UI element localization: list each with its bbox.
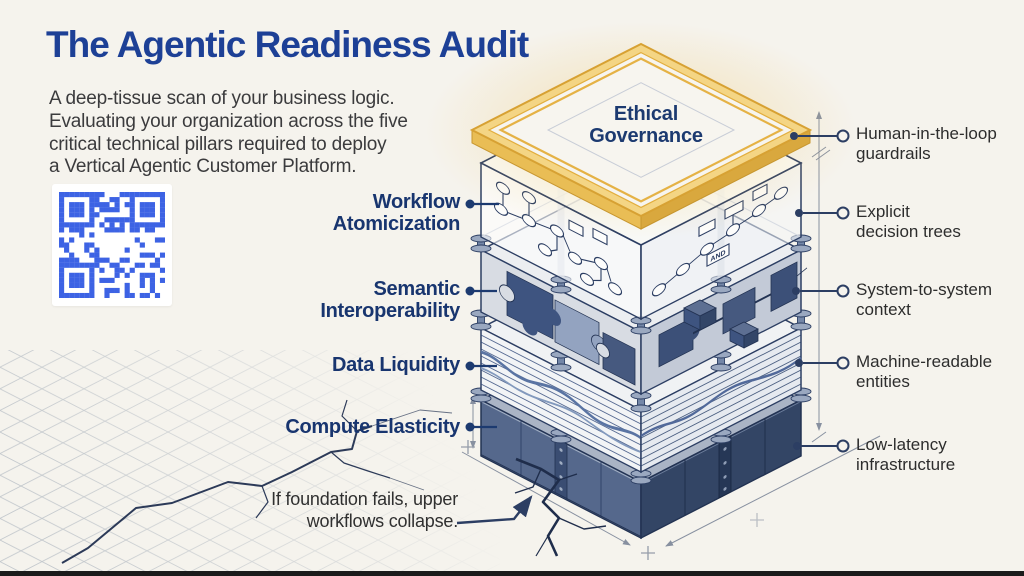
puzzle-pieces-left (499, 270, 636, 386)
callout-connectors (790, 129, 850, 453)
pillar-connectors (465, 199, 499, 432)
subtitle-line: a Vertical Agentic Customer Platform. (49, 156, 357, 178)
pillar-label-data-liquidity: Data Liquidity (331, 354, 460, 376)
subtitle-line: critical technical pillars required to d… (49, 133, 387, 155)
pillar-label-compute-elasticity: Compute Elasticity (285, 416, 460, 438)
crack-foundation (514, 457, 607, 557)
qr-modules (59, 192, 165, 298)
caption-arrow (456, 495, 533, 525)
subtitle-line: A deep-tissue scan of your business logi… (49, 88, 395, 109)
foundation-caption: If foundation fails, upper workflows col… (271, 489, 458, 531)
page-title: The Agentic Readiness Audit (46, 24, 529, 65)
plus-marks (461, 440, 764, 560)
page-subtitle: A deep-tissue scan of your business logi… (49, 88, 408, 179)
ethical-governance-label: Ethical Governance (589, 103, 703, 148)
puzzle-pieces-right (658, 261, 808, 368)
puzzle-nubs-3d (683, 299, 759, 349)
bottom-edge-strip (0, 571, 1024, 576)
subtitle-line: Evaluating your organization across the … (49, 110, 408, 132)
iso-grid (0, 350, 500, 576)
crack-bottom-left (61, 399, 453, 564)
layer-ethical-governance (426, 22, 856, 238)
qr-code (52, 184, 172, 306)
